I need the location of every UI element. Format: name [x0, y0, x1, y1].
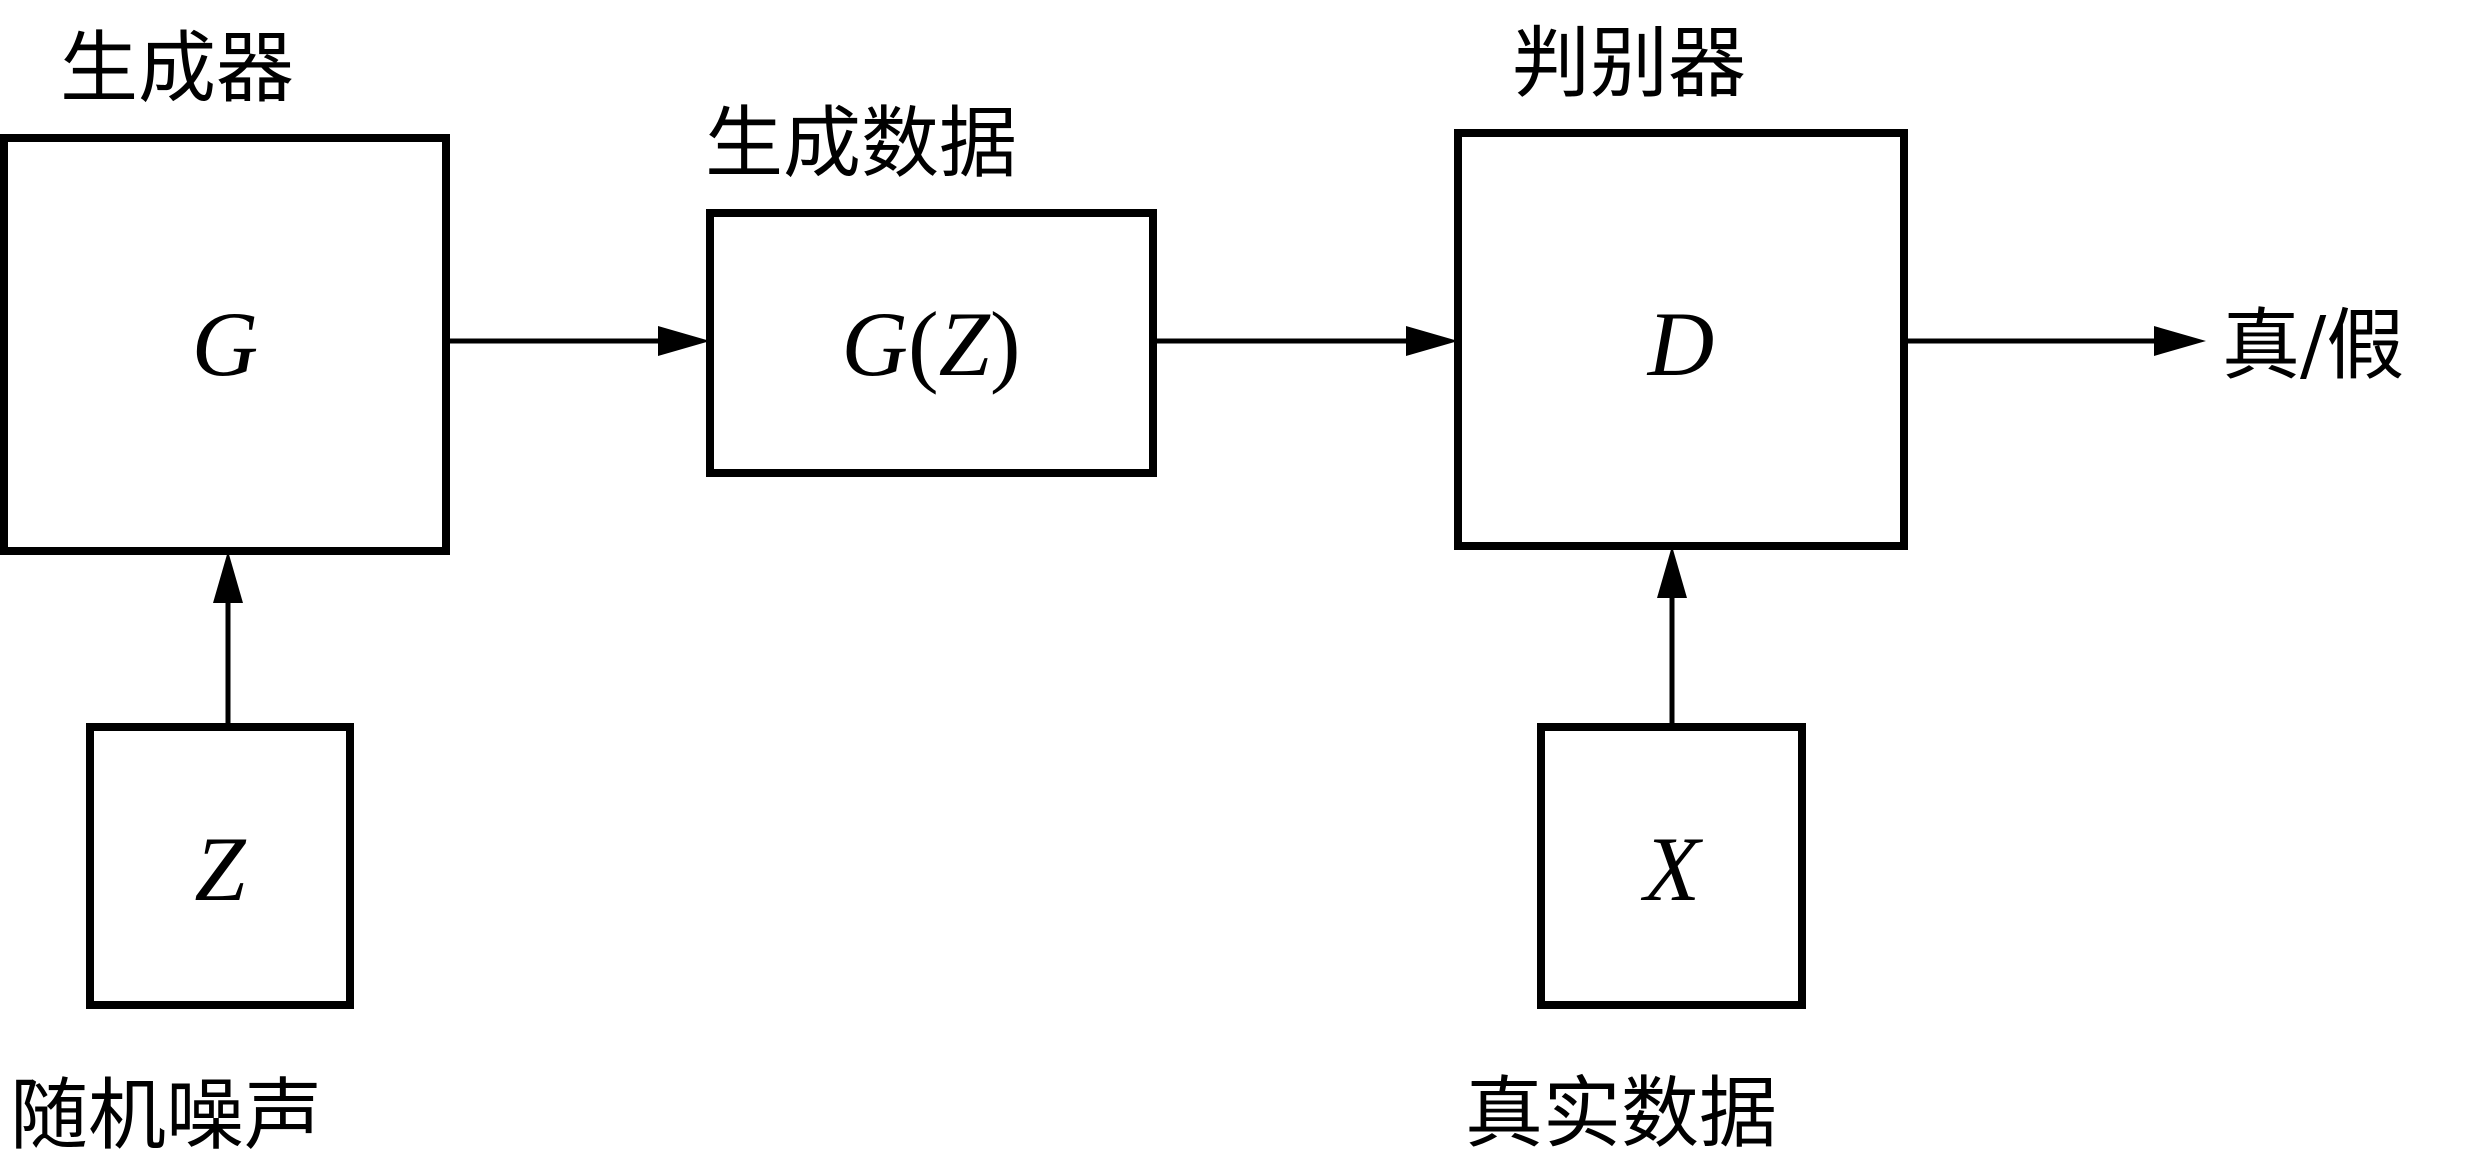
noise-symbol: Z	[194, 818, 246, 920]
arrow-noise-to-generator-head	[213, 551, 243, 603]
generator-title: 生成器	[60, 24, 294, 114]
discriminator-symbol: D	[1646, 293, 1714, 395]
arrow-data-to-discriminator-head	[1406, 326, 1458, 356]
generator-symbol: G	[192, 293, 258, 395]
generator-box	[0, 134, 450, 555]
discriminator-title: 判别器	[1512, 19, 1746, 109]
discriminator-box	[1454, 129, 1908, 550]
real-data-symbol: X	[1640, 818, 1704, 920]
arrow-generator-to-data-head	[658, 326, 710, 356]
output-label: 真/假	[2222, 301, 2404, 391]
generated-data-symbol-fn: G	[842, 293, 908, 395]
generated-data-symbol: G(Z)	[842, 293, 1021, 395]
noise-box	[86, 723, 354, 1009]
generated-data-title: 生成数据	[705, 99, 1017, 189]
arrow-discriminator-to-output-head	[2154, 326, 2206, 356]
real-data-box	[1537, 723, 1806, 1009]
generated-data-symbol-arg: Z	[939, 293, 991, 395]
real-data-caption: 真实数据	[1465, 1069, 1777, 1159]
arrow-real-to-discriminator-head	[1657, 546, 1687, 598]
generated-data-symbol-open: (	[908, 293, 939, 395]
generated-data-symbol-close: )	[990, 293, 1021, 395]
generated-data-box	[706, 209, 1157, 477]
noise-caption: 随机噪声	[10, 1071, 322, 1161]
